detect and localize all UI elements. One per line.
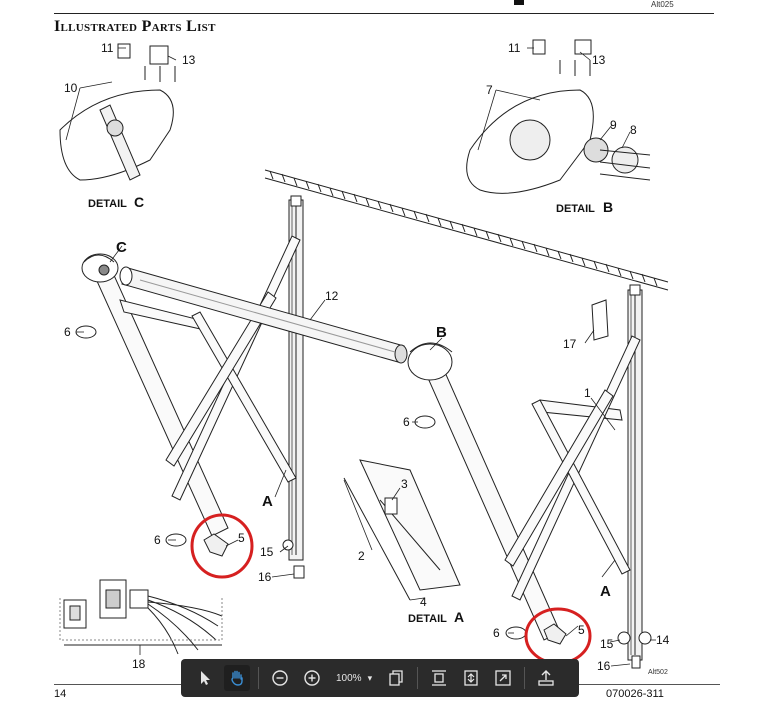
roller-tube — [119, 266, 408, 364]
callout-12: 12 — [325, 289, 339, 303]
header-code: Alt025 — [651, 0, 674, 9]
toolbar-separator — [258, 667, 259, 689]
callout-5-left: 5 — [238, 531, 245, 545]
callout-11-c: 11 — [101, 41, 114, 55]
fit-page-icon[interactable] — [458, 665, 484, 691]
right-arm — [407, 335, 641, 641]
callout-1: 1 — [584, 386, 591, 400]
zoom-dropdown-icon[interactable]: ▾ — [367, 672, 373, 683]
callout-6-right-top: 6 — [403, 415, 410, 429]
viewer-toolbar: 100% ▾ — [181, 659, 579, 697]
detail-c-label: DETAIL — [88, 198, 127, 210]
pages-icon[interactable] — [383, 665, 409, 691]
detail-a-bracket — [343, 459, 461, 601]
figure-code: Alt502 — [648, 669, 668, 676]
select-arrow-icon[interactable] — [192, 665, 218, 691]
label-a-right: A — [600, 583, 611, 600]
zoom-in-icon[interactable] — [299, 665, 325, 691]
callout-13-b: 13 — [592, 53, 606, 67]
header-rule — [54, 13, 714, 14]
page-title: Illustrated Parts List — [54, 18, 216, 35]
callout-16-left: 16 — [258, 570, 272, 584]
callout-9: 9 — [610, 118, 617, 132]
callout-17: 17 — [563, 337, 577, 351]
wall-band — [264, 169, 669, 291]
hand-icon[interactable] — [224, 665, 250, 691]
fullscreen-icon[interactable] — [490, 665, 516, 691]
document-number: 070026-311 — [606, 688, 664, 700]
callout-3: 3 — [401, 477, 408, 491]
header-mark — [514, 0, 524, 5]
toolbar-separator — [417, 667, 419, 689]
detail-b-motor — [466, 39, 651, 194]
detail-a-label: DETAIL — [408, 613, 447, 625]
callout-11-b: 11 — [508, 41, 521, 55]
callout-6-left-top: 6 — [64, 325, 71, 339]
left-rail — [288, 195, 304, 561]
fit-height-icon[interactable] — [426, 665, 452, 691]
callout-2: 2 — [358, 549, 365, 563]
callout-10: 10 — [64, 81, 78, 95]
callout-15-right: 15 — [600, 637, 614, 651]
callout-5-right: 5 — [578, 623, 585, 637]
callout-13-c: 13 — [182, 53, 196, 67]
callout-4: 4 — [420, 595, 427, 609]
zoom-level[interactable]: 100% — [336, 672, 362, 684]
callout-18: 18 — [132, 657, 146, 671]
page-number: 14 — [54, 688, 67, 700]
export-icon[interactable] — [533, 665, 559, 691]
detail-b-label: DETAIL — [556, 203, 595, 215]
label-a-left: A — [262, 493, 273, 510]
switch-harness — [59, 579, 223, 655]
callout-6-right-bottom: 6 — [493, 626, 500, 640]
callout-8: 8 — [630, 123, 637, 137]
toolbar-separator — [524, 667, 526, 689]
callout-14: 14 — [656, 633, 670, 647]
detail-b-letter: B — [603, 199, 613, 215]
callout-15-left: 15 — [260, 545, 274, 559]
detail-a-letter: A — [454, 609, 464, 625]
detail-c-letter: C — [134, 194, 144, 210]
small-parts — [75, 299, 652, 669]
leader-lines — [65, 47, 656, 667]
label-b: B — [436, 324, 447, 341]
callout-6-left-bottom: 6 — [154, 533, 161, 547]
detail-c-motor — [59, 43, 176, 181]
label-c: C — [116, 239, 127, 256]
left-arm — [81, 235, 301, 537]
callout-16-right: 16 — [597, 659, 611, 673]
zoom-out-icon[interactable] — [267, 665, 293, 691]
callout-7: 7 — [486, 83, 493, 97]
